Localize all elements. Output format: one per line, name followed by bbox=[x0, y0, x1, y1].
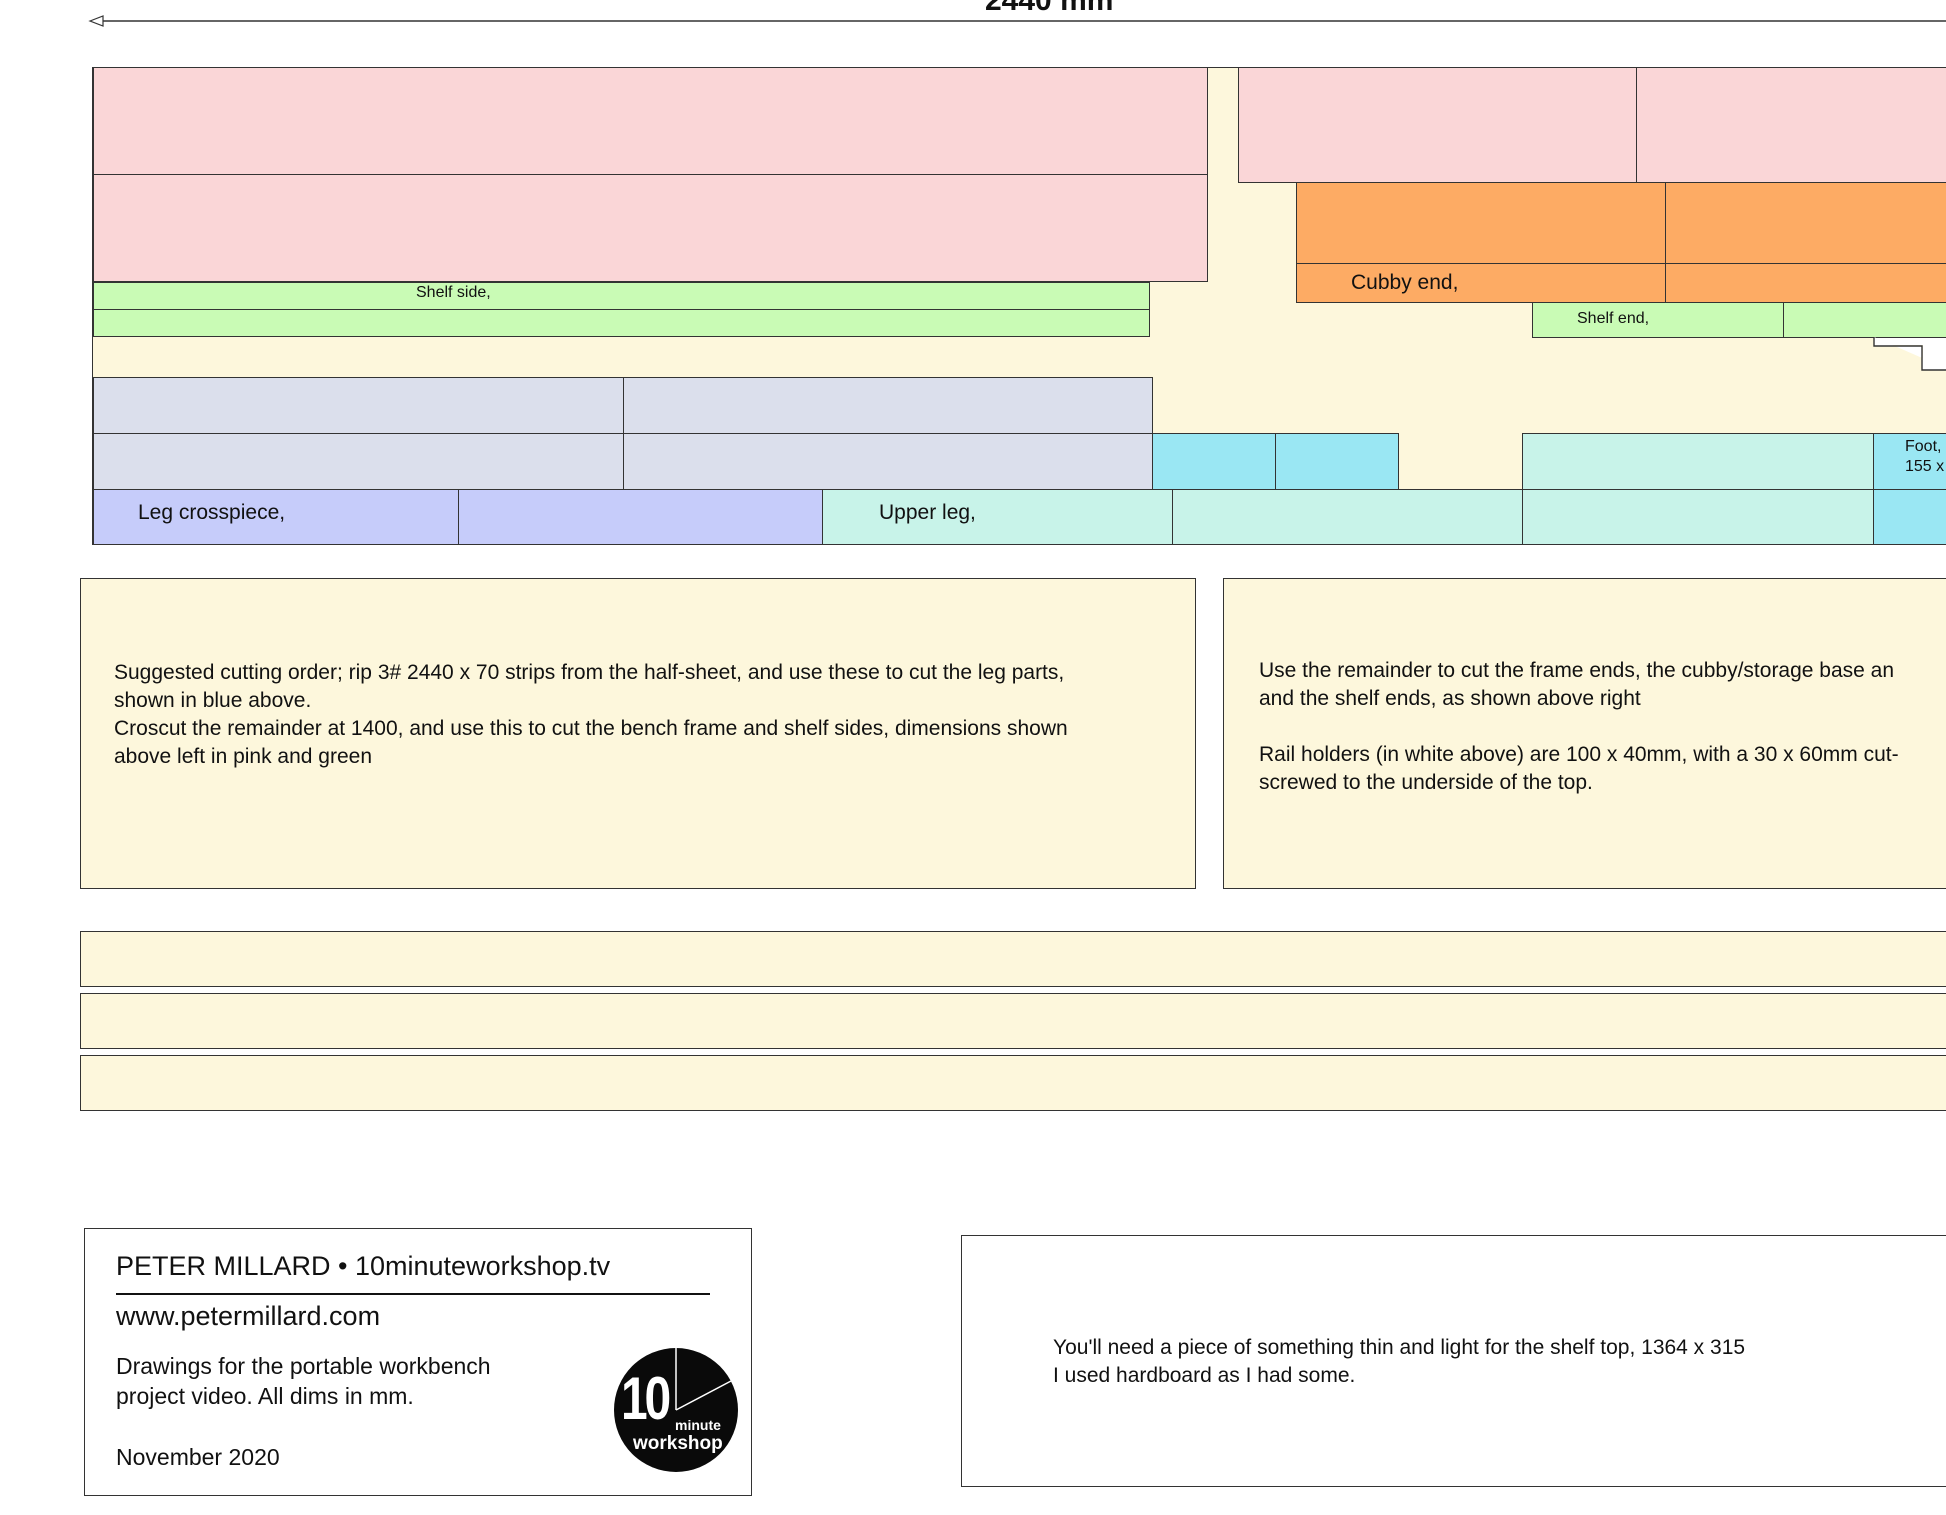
shelf-side-2 bbox=[93, 309, 1150, 337]
cutting-note-left-text: Suggested cutting order; rip 3# 2440 x 7… bbox=[114, 661, 1068, 768]
description: Drawings for the portable workbench proj… bbox=[116, 1353, 491, 1409]
leg-part-lav-1 bbox=[93, 377, 624, 434]
upper-leg-1 bbox=[822, 489, 1173, 545]
shelf-end-2 bbox=[1783, 302, 1946, 338]
frame-side-bottom bbox=[93, 174, 1208, 282]
title-divider bbox=[116, 1293, 710, 1295]
frame-end-1 bbox=[1238, 67, 1637, 183]
dimension-label: 2440 mm bbox=[985, 0, 1114, 17]
logo-number: 10 bbox=[621, 1365, 671, 1432]
logo-word-minute: minute bbox=[675, 1417, 721, 1433]
upper-leg-label: Upper leg, bbox=[879, 501, 976, 524]
shelf-top-note: You'll need a piece of something thin an… bbox=[961, 1235, 1946, 1487]
author-line: PETER MILLARD • 10minuteworkshop.tv bbox=[116, 1251, 611, 1281]
strip-3 bbox=[80, 1055, 1946, 1111]
foot-label-line1: Foot, bbox=[1905, 438, 1942, 455]
leg-crosspiece-label: Leg crosspiece, bbox=[138, 501, 286, 524]
leg-crosspiece-1 bbox=[93, 489, 459, 545]
cubby-base-2 bbox=[1665, 182, 1946, 264]
foot-1 bbox=[1152, 433, 1276, 490]
cubby-base-1 bbox=[1296, 182, 1666, 264]
logo-word-workshop: workshop bbox=[633, 1433, 723, 1454]
frame-side-top bbox=[93, 67, 1208, 175]
cubby-end-1 bbox=[1296, 263, 1666, 303]
shelf-end-1 bbox=[1532, 302, 1784, 338]
shelf-side-1 bbox=[93, 282, 1150, 310]
cutting-note-right-text: Use the remainder to cut the frame ends,… bbox=[1259, 659, 1899, 794]
upper-leg-4 bbox=[1522, 433, 1874, 490]
strip-1 bbox=[80, 931, 1946, 987]
foot-label-line2: 155 x bbox=[1905, 458, 1945, 475]
foot-3 bbox=[1873, 433, 1946, 490]
foot-2 bbox=[1275, 433, 1399, 490]
strip-2 bbox=[80, 993, 1946, 1049]
ten-minute-workshop-logo bbox=[614, 1348, 738, 1472]
frame-end-2 bbox=[1636, 67, 1946, 183]
website: www.petermillard.com bbox=[116, 1301, 381, 1331]
leg-crosspiece-2 bbox=[458, 489, 823, 545]
dimension-line bbox=[88, 15, 1946, 27]
date: November 2020 bbox=[116, 1444, 280, 1470]
title-block: PETER MILLARD • 10minuteworkshop.tv www.… bbox=[84, 1228, 752, 1496]
rail-holder bbox=[1873, 337, 1946, 371]
cubby-end-2 bbox=[1665, 263, 1946, 303]
upper-leg-2 bbox=[1172, 489, 1523, 545]
cutting-note-left: Suggested cutting order; rip 3# 2440 x 7… bbox=[80, 578, 1196, 889]
cubby-end-label: Cubby end, bbox=[1351, 271, 1459, 294]
shelf-end-label: Shelf end, bbox=[1577, 310, 1650, 327]
leg-part-lav-2 bbox=[623, 377, 1153, 434]
leg-part-lav-4 bbox=[623, 433, 1153, 490]
upper-leg-3 bbox=[1522, 489, 1874, 545]
leg-part-lav-3 bbox=[93, 433, 624, 490]
cutting-note-right: Use the remainder to cut the frame ends,… bbox=[1223, 578, 1946, 889]
shelf-side-label: Shelf side, bbox=[416, 284, 491, 301]
shelf-top-note-text: You'll need a piece of something thin an… bbox=[1053, 1336, 1746, 1387]
foot-bottom bbox=[1873, 489, 1946, 545]
